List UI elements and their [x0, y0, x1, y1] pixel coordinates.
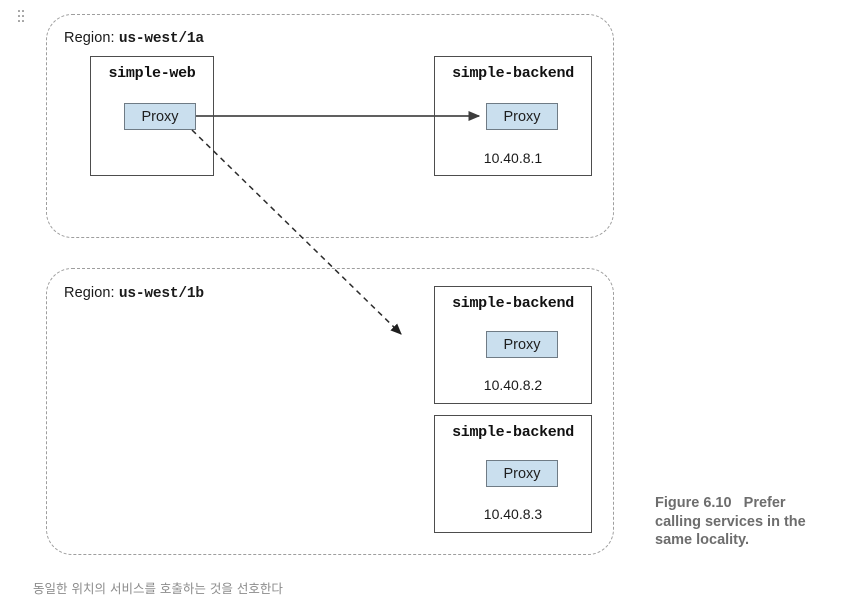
figure-caption-text: Prefer calling services in the same loca… [655, 495, 806, 548]
service-box-simple-backend-1[interactable]: simple-backend Proxy 10.40.8.1 [434, 56, 592, 176]
proxy-node-simple-backend-3[interactable]: Proxy [486, 460, 558, 487]
service-ip-address: 10.40.8.3 [483, 506, 543, 522]
service-title: simple-backend [452, 295, 574, 312]
service-ip-address: 10.40.8.1 [483, 150, 543, 166]
region-label-prefix: Region: [64, 285, 115, 301]
grip-dot [18, 10, 20, 12]
grip-dot [22, 15, 24, 17]
region-label-value: us-west/1a [118, 31, 204, 47]
region-us-west-1b-label: Region: us-west/1b [64, 285, 204, 302]
grip-dot [18, 15, 20, 17]
region-us-west-1a-label: Region: us-west/1a [64, 30, 204, 47]
service-box-simple-web[interactable]: simple-web Proxy [90, 56, 214, 176]
grip-dot [22, 10, 24, 12]
service-box-simple-backend-3[interactable]: simple-backend Proxy 10.40.8.3 [434, 415, 592, 533]
figure-caption: Figure 6.10 Prefer calling services in t… [655, 494, 831, 550]
service-ip-address: 10.40.8.2 [483, 377, 543, 393]
figure-number: Figure 6.10 [655, 495, 732, 511]
region-label-prefix: Region: [64, 30, 115, 46]
region-label-value: us-west/1b [118, 286, 204, 302]
proxy-node-simple-backend-1[interactable]: Proxy [486, 103, 558, 130]
proxy-node-simple-web[interactable]: Proxy [124, 103, 196, 130]
service-title: simple-backend [452, 424, 574, 441]
figure-caption-translation: 동일한 위치의 서비스를 호출하는 것을 선호한다 [33, 581, 283, 596]
service-box-simple-backend-2[interactable]: simple-backend Proxy 10.40.8.2 [434, 286, 592, 404]
drag-handle-icon[interactable] [18, 10, 27, 24]
service-title: simple-web [108, 65, 196, 82]
proxy-node-simple-backend-2[interactable]: Proxy [486, 331, 558, 358]
grip-dot [18, 20, 20, 22]
service-title: simple-backend [452, 65, 574, 82]
grip-dot [22, 20, 24, 22]
